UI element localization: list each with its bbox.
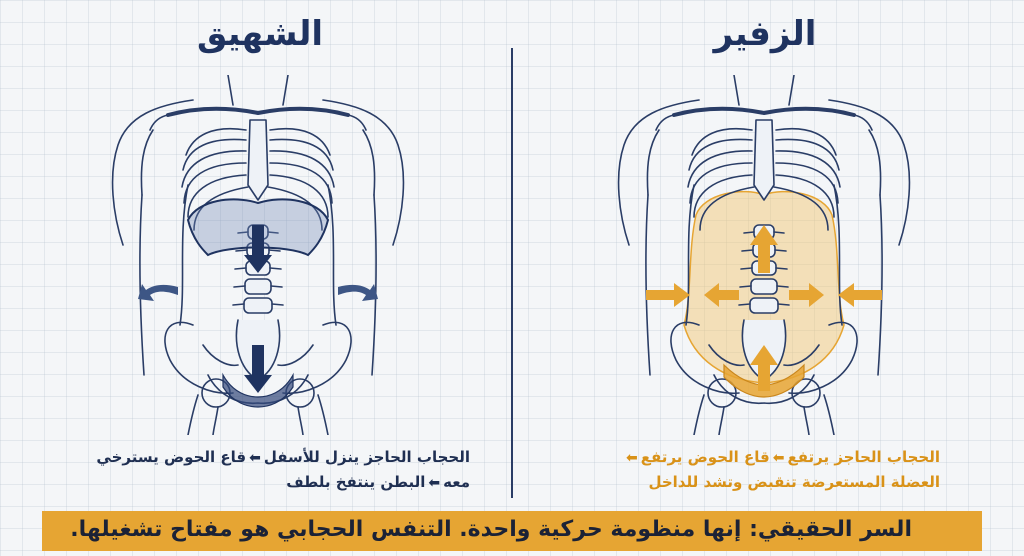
exhale-title: الزفير — [713, 14, 817, 54]
inhale-caption-line-1: الحجاب الحاجز ينزل للأسفل⬅قاع الحوض يستر… — [40, 445, 470, 470]
inhale-caption-text: معه — [443, 473, 470, 491]
inhale-caption: الحجاب الحاجز ينزل للأسفل⬅قاع الحوض يستر… — [40, 445, 470, 495]
exhale-skeleton-illustration — [616, 75, 912, 435]
key-insight-banner: السر الحقيقي: إنها منظومة حركية واحدة. ا… — [42, 511, 982, 551]
inhale-caption-text: البطن ينتفخ بلطف — [286, 473, 426, 491]
down-arrow-icon — [244, 345, 272, 393]
arrow-left-icon: ⬅ — [626, 450, 638, 466]
inhale-caption-line-2: معه⬅البطن ينتفخ بلطف — [40, 470, 470, 495]
inward-arrow-icon — [646, 283, 690, 307]
up-arrow-icon — [750, 345, 778, 391]
inward-arrow-icon — [838, 283, 882, 307]
down-arrow-icon — [244, 225, 272, 273]
expand-left-arrow-icon — [138, 284, 178, 301]
up-arrow-icon — [750, 225, 778, 273]
exhale-caption: الحجاب الحاجز يرتفع⬅قاع الحوض يرتفع⬅ الع… — [560, 445, 940, 494]
exhale-caption-text: قاع الحوض يرتفع — [640, 448, 770, 466]
pelvic-floor-shape — [723, 363, 805, 398]
inhale-caption-text: قاع الحوض يسترخي — [96, 448, 247, 466]
exhale-caption-line-1: الحجاب الحاجز يرتفع⬅قاع الحوض يرتفع⬅ — [560, 445, 940, 470]
inward-arrow-icon — [704, 283, 739, 307]
arrow-left-icon: ⬅ — [428, 475, 441, 491]
center-divider — [511, 48, 513, 498]
inhale-caption-text: الحجاب الحاجز ينزل للأسفل — [263, 448, 470, 466]
expand-right-arrow-icon — [338, 284, 378, 301]
arrow-left-icon: ⬅ — [772, 450, 785, 466]
arrow-left-icon: ⬅ — [249, 450, 261, 466]
inhale-title: الشهيق — [197, 14, 323, 54]
exhale-caption-text: العضلة المستعرضة تنقبض وتشد للداخل — [648, 473, 940, 491]
inward-arrow-icon — [789, 283, 824, 307]
exhale-caption-text: الحجاب الحاجز يرتفع — [787, 448, 940, 466]
pelvic-floor-shape — [222, 372, 294, 408]
exhale-caption-line-2: العضلة المستعرضة تنقبض وتشد للداخل — [560, 470, 940, 494]
inhale-skeleton-illustration — [110, 75, 406, 435]
key-insight-text: السر الحقيقي: إنها منظومة حركية واحدة. ا… — [70, 517, 912, 542]
